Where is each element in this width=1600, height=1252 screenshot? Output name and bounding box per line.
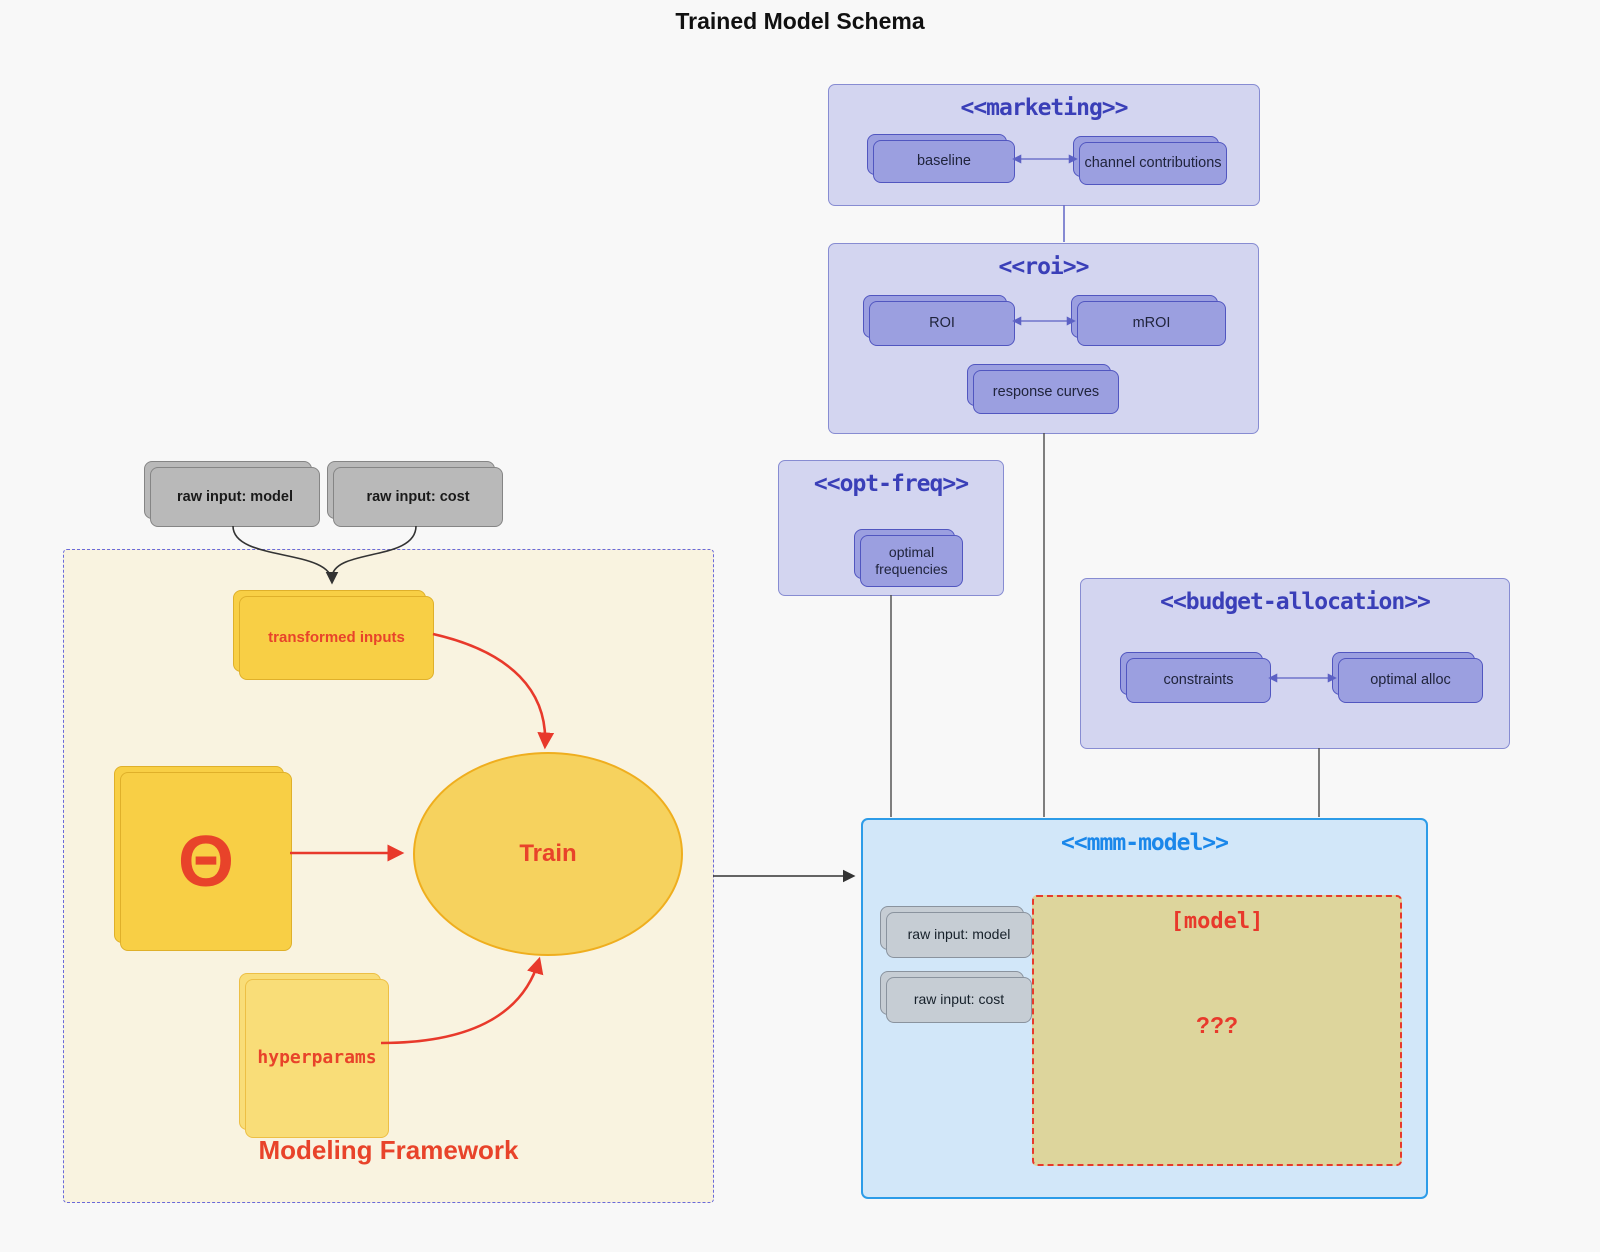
group-budget-allocation: <<budget-allocation>> constraints optima… xyxy=(1080,578,1510,749)
page-title: Trained Model Schema xyxy=(675,8,925,34)
node-hyperparams: hyperparams xyxy=(239,973,389,1138)
node-raw-input-cost: raw input: cost xyxy=(327,461,503,527)
node-model-placeholder-box: [model] ??? xyxy=(1032,895,1402,1166)
group-marketing-title: <<marketing>> xyxy=(960,95,1128,121)
node-optimal-frequencies: optimal frequencies xyxy=(854,529,963,587)
group-budget-allocation-title: <<budget-allocation>> xyxy=(1160,589,1431,615)
group-roi: <<roi>> ROI mROI response curves xyxy=(828,243,1259,434)
node-transformed-inputs: transformed inputs xyxy=(233,590,434,680)
node-raw-input-model: raw input: model xyxy=(144,461,320,527)
group-modeling-framework: transformed inputs Θ Train hyperparams M… xyxy=(63,549,714,1203)
group-marketing: <<marketing>> baseline channel contribut… xyxy=(828,84,1260,206)
node-roi: ROI xyxy=(863,295,1015,346)
node-theta: Θ xyxy=(114,766,292,951)
node-mroi: mROI xyxy=(1071,295,1226,346)
group-roi-title: <<roi>> xyxy=(998,254,1090,280)
group-opt-freq: <<opt-freq>> optimal frequencies xyxy=(778,460,1004,596)
node-optimal-alloc: optimal alloc xyxy=(1332,652,1483,703)
node-train: Train xyxy=(413,752,683,956)
node-mmm-raw-input-cost: raw input: cost xyxy=(880,971,1032,1023)
node-baseline: baseline xyxy=(867,134,1015,183)
group-opt-freq-title: <<opt-freq>> xyxy=(813,471,969,497)
model-placeholder-label: [model] xyxy=(1170,909,1264,934)
node-channel-contributions: channel contributions xyxy=(1073,136,1227,185)
node-response-curves: response curves xyxy=(967,364,1119,414)
model-unknown-label: ??? xyxy=(1195,1012,1239,1038)
group-mmm-model: <<mmm-model>> raw input: model raw input… xyxy=(861,818,1428,1199)
node-constraints: constraints xyxy=(1120,652,1271,703)
modeling-framework-label: Modeling Framework xyxy=(258,1135,519,1165)
node-mmm-raw-input-model: raw input: model xyxy=(880,906,1032,958)
group-mmm-model-title: <<mmm-model>> xyxy=(1060,830,1229,856)
